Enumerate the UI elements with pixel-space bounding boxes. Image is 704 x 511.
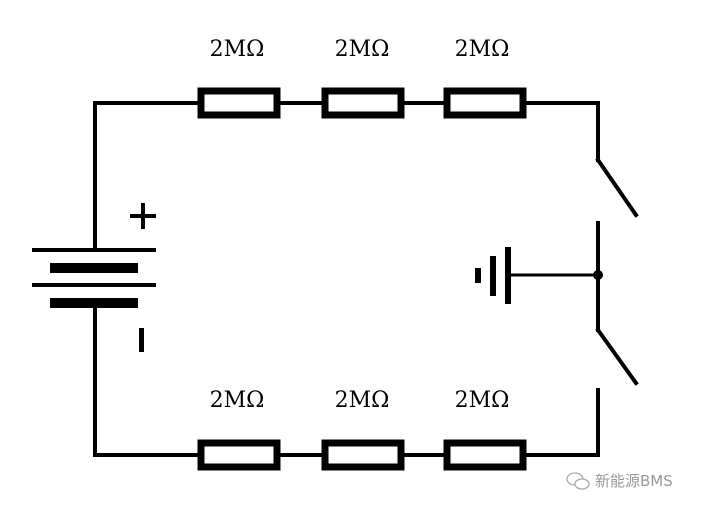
resistor-top-1 (197, 87, 281, 119)
resistor-label-bottom-1: 2MΩ (210, 388, 265, 413)
ground-icon (475, 247, 511, 304)
plus-sign-icon (130, 203, 156, 229)
top-wire (93, 101, 600, 252)
watermark: 新能源BMS (565, 470, 673, 491)
minus-sign-icon (139, 328, 144, 352)
resistor-label-top-1: 2MΩ (210, 37, 265, 62)
resistor-label-top-3: 2MΩ (455, 37, 510, 62)
bottom-wire (93, 303, 600, 457)
battery-icon (32, 248, 156, 308)
resistor-label-bottom-2: 2MΩ (335, 388, 390, 413)
resistor-label-bottom-3: 2MΩ (455, 388, 510, 413)
junction-dot (593, 270, 603, 280)
wechat-icon (566, 471, 590, 490)
resistor-bottom-1 (197, 439, 281, 471)
resistor-bottom-3 (443, 439, 527, 471)
watermark-text: 新能源BMS (595, 472, 673, 490)
bottom-switch-blade (595, 327, 639, 386)
resistor-bottom-2 (321, 439, 405, 471)
resistor-top-3 (443, 87, 527, 119)
top-switch-blade (595, 157, 639, 218)
resistor-top-2 (321, 87, 405, 119)
resistor-label-top-2: 2MΩ (335, 37, 390, 62)
